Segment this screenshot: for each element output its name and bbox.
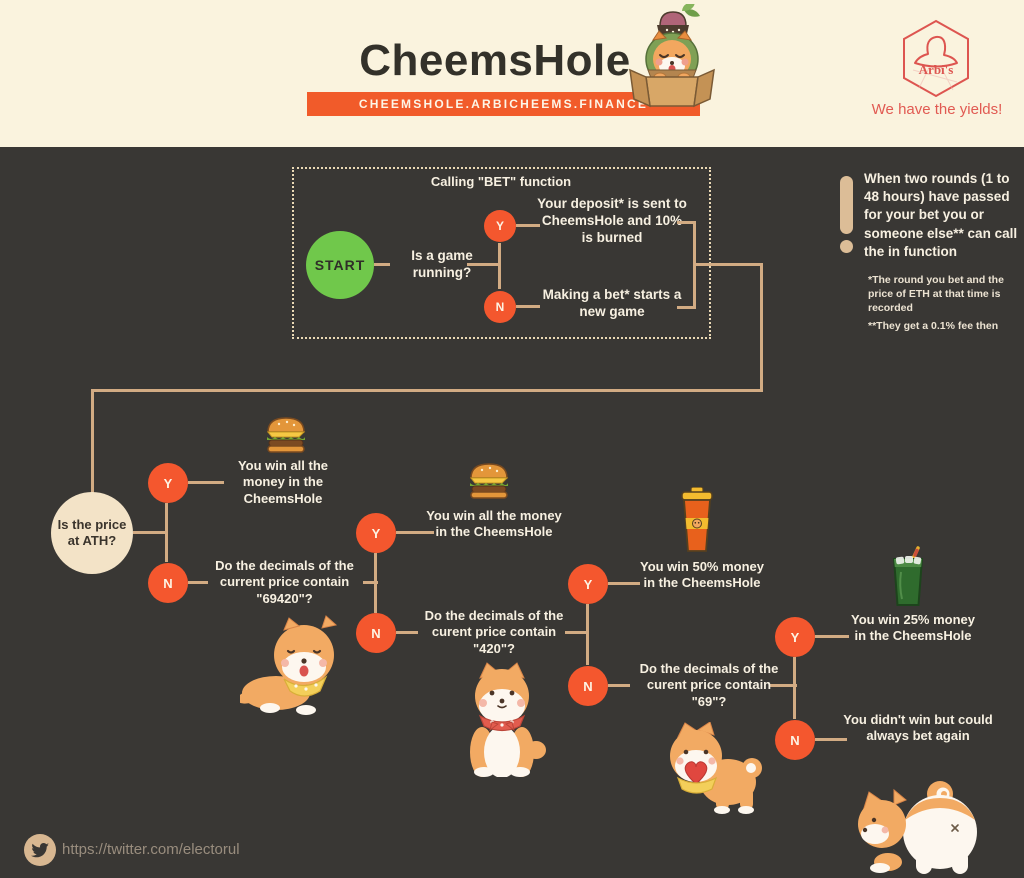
connector-line bbox=[91, 389, 94, 493]
win-text-2: You win all the money in the CheemsHole bbox=[426, 508, 562, 540]
burger-icon bbox=[266, 417, 306, 453]
win-text-1: You win all the money in the CheemsHole bbox=[237, 458, 329, 506]
question-ath-node: Is the price at ATH? bbox=[51, 492, 133, 574]
twitter-bird-icon bbox=[31, 842, 49, 857]
question-420: Do the decimals of the curent price cont… bbox=[424, 608, 564, 656]
no-node-2: N bbox=[356, 613, 396, 653]
arbis-logo bbox=[903, 19, 969, 98]
connector-line bbox=[760, 263, 763, 392]
question-game-running: Is a game running? bbox=[411, 248, 473, 280]
green-drink-icon bbox=[892, 546, 924, 606]
connector-line bbox=[608, 684, 630, 687]
twitter-link[interactable] bbox=[24, 834, 56, 866]
question-69: Do the decimals of the curent price cont… bbox=[639, 661, 779, 709]
shiba-in-box-illustration bbox=[629, 4, 715, 108]
yes-node-4: Y bbox=[775, 617, 815, 657]
bet-box-title: Calling "BET" function bbox=[430, 174, 572, 189]
yes-node-bet: Y bbox=[484, 210, 516, 242]
rear-shiba-illustration bbox=[858, 781, 977, 874]
yes-node-2: Y bbox=[356, 513, 396, 553]
connector-line bbox=[467, 263, 501, 266]
tagline: We have the yields! bbox=[871, 101, 1003, 118]
connector-line bbox=[565, 631, 589, 634]
yes-node-1: Y bbox=[148, 463, 188, 503]
connector-line bbox=[677, 221, 695, 224]
connector-line bbox=[815, 738, 847, 741]
win-text-4: You win 25% money in the CheemsHole bbox=[850, 612, 975, 644]
bet-function-box bbox=[292, 167, 711, 339]
side-note-footnote-2: **They get a 0.1% fee then bbox=[868, 320, 999, 332]
outcome-deposit: Your deposit* is sent to CheemsHole and … bbox=[537, 196, 687, 245]
page-title: CheemsHole bbox=[359, 36, 631, 85]
coffee-cup-icon bbox=[681, 487, 713, 552]
burger-icon bbox=[469, 463, 509, 499]
question-69420: Do the decimals of the current price con… bbox=[215, 558, 354, 606]
side-note-main: When two rounds (1 to 48 hours) have pas… bbox=[864, 171, 1018, 259]
lose-text: You didn't win but could always bet agai… bbox=[843, 712, 993, 744]
running-shiba-illustration bbox=[240, 615, 338, 715]
connector-line bbox=[374, 263, 390, 266]
connector-line bbox=[133, 531, 167, 534]
connector-line bbox=[677, 306, 695, 309]
connector-line bbox=[815, 635, 849, 638]
arbis-logo-text: Arbi's bbox=[918, 62, 954, 77]
header: CheemsHole CHEEMSHOLE.ARBICHEEMS.FINANCE bbox=[0, 0, 1024, 147]
connector-line bbox=[498, 243, 501, 289]
connector-line bbox=[188, 481, 224, 484]
connector-line bbox=[363, 581, 378, 584]
connector-line bbox=[91, 389, 763, 392]
exclamation-icon bbox=[840, 176, 853, 234]
no-node-3: N bbox=[568, 666, 608, 706]
exclamation-dot-icon bbox=[840, 240, 853, 253]
connector-line bbox=[396, 531, 434, 534]
no-node-1: N bbox=[148, 563, 188, 603]
start-node: START bbox=[306, 231, 374, 299]
connector-line bbox=[374, 553, 377, 613]
connector-line bbox=[608, 582, 640, 585]
connector-line bbox=[516, 224, 540, 227]
connector-line bbox=[793, 657, 796, 719]
yes-node-3: Y bbox=[568, 564, 608, 604]
twitter-url[interactable]: https://twitter.com/electorul bbox=[62, 841, 240, 858]
no-node-bet: N bbox=[484, 291, 516, 323]
side-note-footnote-1: *The round you bet and the price of ETH … bbox=[868, 274, 1004, 315]
win-text-3: You win 50% money in the CheemsHole bbox=[639, 559, 764, 591]
connector-line bbox=[693, 263, 763, 266]
connector-line bbox=[165, 503, 168, 562]
heart-shiba-illustration bbox=[670, 722, 762, 814]
connector-line bbox=[188, 581, 208, 584]
connector-line bbox=[396, 631, 418, 634]
connector-line bbox=[770, 684, 797, 687]
no-node-4: N bbox=[775, 720, 815, 760]
sitting-shiba-illustration bbox=[470, 662, 546, 777]
connector-line bbox=[516, 305, 540, 308]
connector-line bbox=[586, 604, 589, 665]
outcome-new-game: Making a bet* starts a new game bbox=[542, 287, 682, 319]
